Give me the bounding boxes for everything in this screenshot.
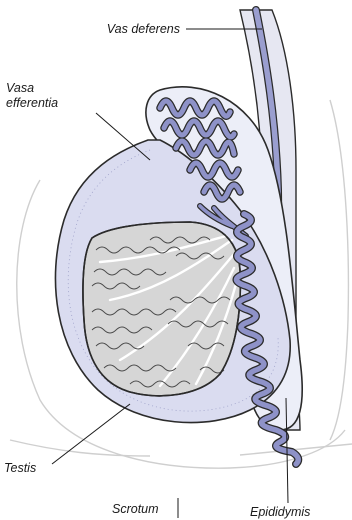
svg-text:Vas deferens: Vas deferens	[107, 22, 180, 36]
svg-text:efferentia: efferentia	[6, 96, 58, 110]
testis	[83, 222, 240, 396]
label-vas-deferens: Vas deferens	[107, 22, 262, 36]
label-scrotum: Scrotum	[112, 498, 178, 518]
svg-text:Vasa: Vasa	[6, 81, 34, 95]
label-testis: Testis	[4, 404, 130, 475]
svg-text:Testis: Testis	[4, 461, 36, 475]
svg-text:Scrotum: Scrotum	[112, 502, 159, 516]
svg-text:Epididymis: Epididymis	[250, 505, 310, 519]
